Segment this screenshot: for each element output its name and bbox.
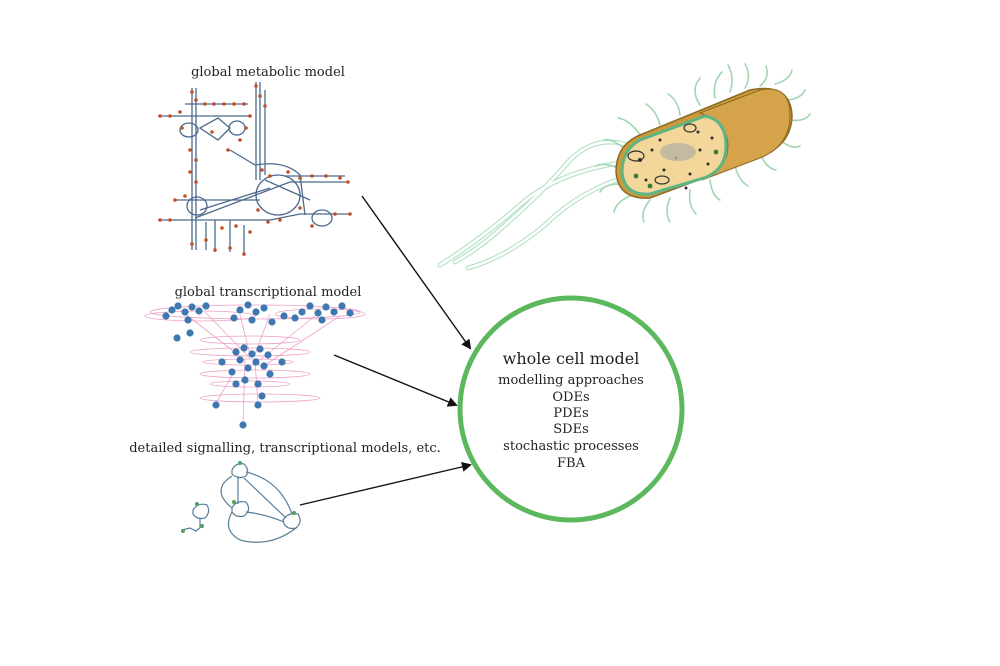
signalling-network: [181, 463, 301, 543]
whole-cell-title: whole cell model: [503, 349, 640, 368]
approach-line: ODEs: [552, 390, 589, 405]
arrow-icon: [361, 195, 472, 350]
transcriptional-nodes: [162, 301, 354, 429]
whole-cell-circle: [457, 295, 685, 523]
metabolic-label: global metabolic model: [191, 65, 345, 80]
signalling-nodes: [181, 461, 296, 533]
metabolic-panel: global metabolic model: [158, 65, 352, 256]
metabolite-nodes: [158, 84, 352, 256]
arrows: [299, 195, 472, 506]
bacterium-illustration: [437, 63, 811, 271]
metabolic-network: [160, 82, 350, 256]
whole-cell-model: whole cell model modelling approaches OD…: [457, 295, 685, 523]
approach-line: PDEs: [553, 406, 588, 421]
arrow-icon: [299, 461, 472, 506]
signalling-label: detailed signalling, transcriptional mod…: [129, 441, 441, 456]
transcriptional-label: global transcriptional model: [175, 285, 362, 300]
transcriptional-panel: global transcriptional model: [144, 285, 366, 429]
arrow-icon: [333, 354, 458, 407]
approach-line: modelling approaches: [498, 373, 644, 388]
approach-line: stochastic processes: [503, 439, 639, 454]
approach-line: SDEs: [553, 422, 589, 437]
approach-line: FBA: [557, 456, 586, 471]
signalling-panel: detailed signalling, transcriptional mod…: [129, 441, 441, 543]
